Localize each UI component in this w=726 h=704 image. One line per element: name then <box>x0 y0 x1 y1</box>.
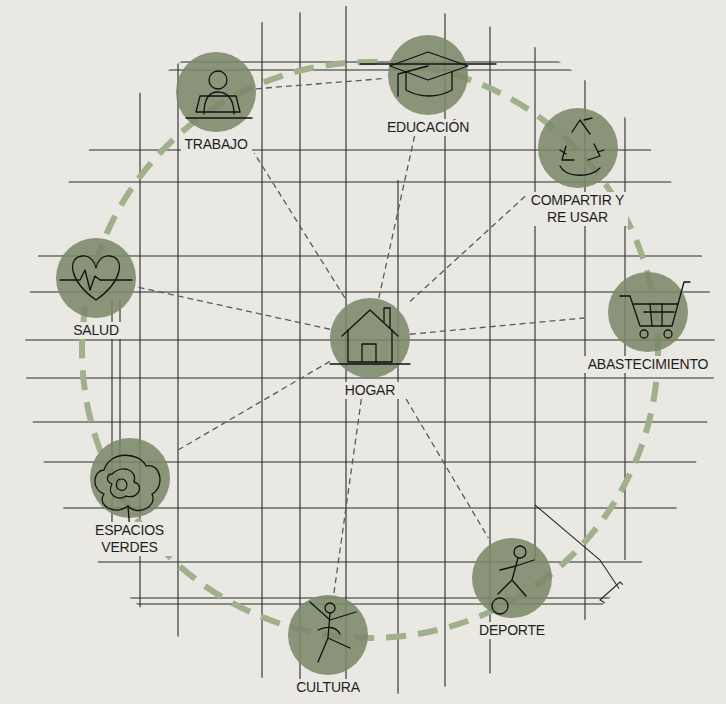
tree-icon <box>95 455 160 532</box>
place-node: ESPACIOS VERDES <box>85 438 176 556</box>
place-node: DEPORTE <box>472 538 552 639</box>
place-node: TRABAJO <box>176 52 256 153</box>
place-circle <box>472 538 552 618</box>
cart-icon <box>620 282 690 338</box>
place-circle <box>608 272 688 352</box>
place-disc <box>608 272 688 352</box>
place-disc <box>56 238 136 318</box>
place-label: COMPARTIR Y RE USAR <box>528 192 628 226</box>
place-disc <box>538 108 618 188</box>
dashed-connector <box>176 361 331 451</box>
dashed-connector <box>334 399 362 595</box>
dashed-connector <box>136 287 330 329</box>
place-node: CULTURA <box>288 595 368 696</box>
dashed-connector <box>379 136 415 298</box>
place-node: HOGAR <box>330 298 410 399</box>
heart-icon <box>60 256 132 300</box>
place-label: TRABAJO <box>181 136 252 153</box>
place-label: EDUCACIÓN <box>383 119 473 136</box>
dashed-connector <box>410 194 528 301</box>
place-disc <box>472 538 552 618</box>
place-circle <box>388 35 468 115</box>
place-disc <box>330 298 410 378</box>
dashed-connector <box>406 399 488 538</box>
house-icon <box>330 308 410 364</box>
place-circle <box>330 298 410 378</box>
place-circle <box>176 52 256 132</box>
dashed-connector <box>410 318 584 334</box>
dashed-connector <box>256 79 383 89</box>
place-label: ESPACIOS VERDES <box>85 522 175 556</box>
mortarboard-icon <box>360 52 496 96</box>
place-label: ABASTECIMIENTO <box>584 356 712 373</box>
place-disc <box>90 438 170 518</box>
place-disc <box>288 595 368 675</box>
place-node: SALUD <box>56 238 136 339</box>
place-label: CULTURA <box>293 679 364 696</box>
place-disc <box>388 35 468 115</box>
place-label: SALUD <box>70 322 123 339</box>
place-node: COMPARTIR Y RE USAR <box>528 108 629 226</box>
recycle-icon <box>560 118 604 175</box>
place-circle <box>56 238 136 318</box>
athlete-icon <box>492 546 534 614</box>
place-label: DEPORTE <box>475 622 549 639</box>
dancer-icon <box>310 602 356 662</box>
place-node: EDUCACIÓN <box>383 35 473 136</box>
place-circle <box>538 108 618 188</box>
proximity-ring <box>82 62 658 638</box>
place-node: ABASTECIMIENTO <box>584 272 712 373</box>
dashed-connector <box>254 153 345 298</box>
worker-icon <box>186 71 252 118</box>
place-disc <box>176 52 256 132</box>
place-label: HOGAR <box>341 382 399 399</box>
place-circle <box>90 438 170 518</box>
place-circle <box>288 595 368 675</box>
